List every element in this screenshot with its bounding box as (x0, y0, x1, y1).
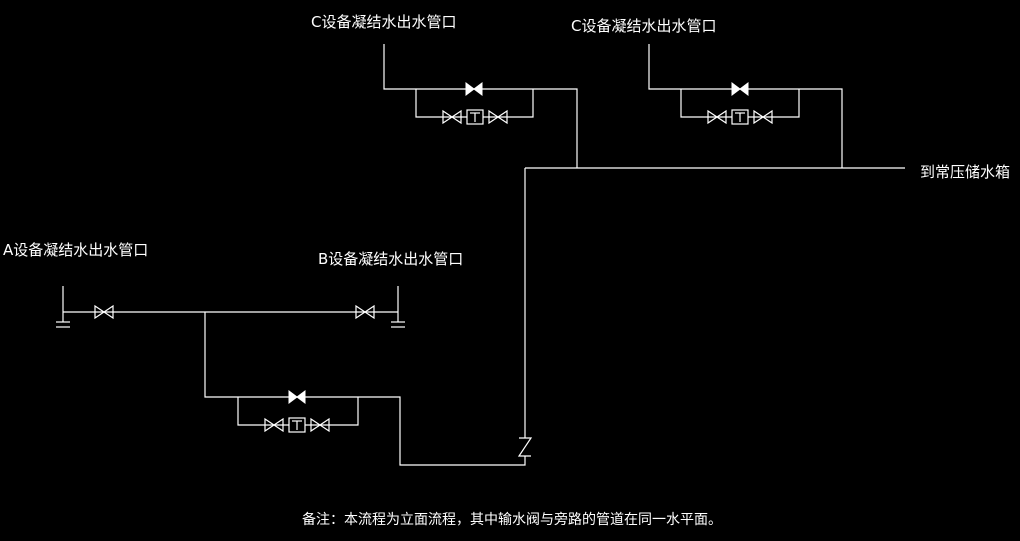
outlet-b-label: B设备凝结水出水管口 (318, 250, 463, 268)
ab-drop-pipe (204, 312, 358, 398)
to-tank-label: 到常压储水箱 (920, 163, 1010, 181)
outlet-c1-assembly (383, 44, 578, 168)
remark-note: 备注：本流程为立面流程，其中输水阀与旁路的管道在同一水平面。 (302, 511, 722, 528)
outlet-b-flange-icon (391, 321, 405, 328)
outlet-c2-label: C设备凝结水出水管口 (571, 17, 716, 35)
outlet-c2-main-valve-icon (731, 82, 749, 96)
outlet-a-flange-icon (56, 321, 70, 328)
outlet-c1-main-valve-icon (465, 82, 483, 96)
check-valve-icon (517, 437, 533, 457)
outlet-c1-label: C设备凝结水出水管口 (311, 13, 456, 31)
ab-steam-trap-icon (288, 417, 306, 433)
outlet-c2-steam-trap-icon (731, 109, 749, 125)
outlet-c1-pipe (383, 44, 578, 168)
outlet-c2-pipe (648, 44, 843, 168)
riser-lower-pipe (358, 396, 526, 466)
outlet-a-label: A设备凝结水出水管口 (3, 241, 148, 259)
ab-main-valve-icon (288, 390, 306, 404)
outlet-c2-assembly (648, 44, 843, 168)
outlet-c1-steam-trap-icon (466, 109, 484, 125)
